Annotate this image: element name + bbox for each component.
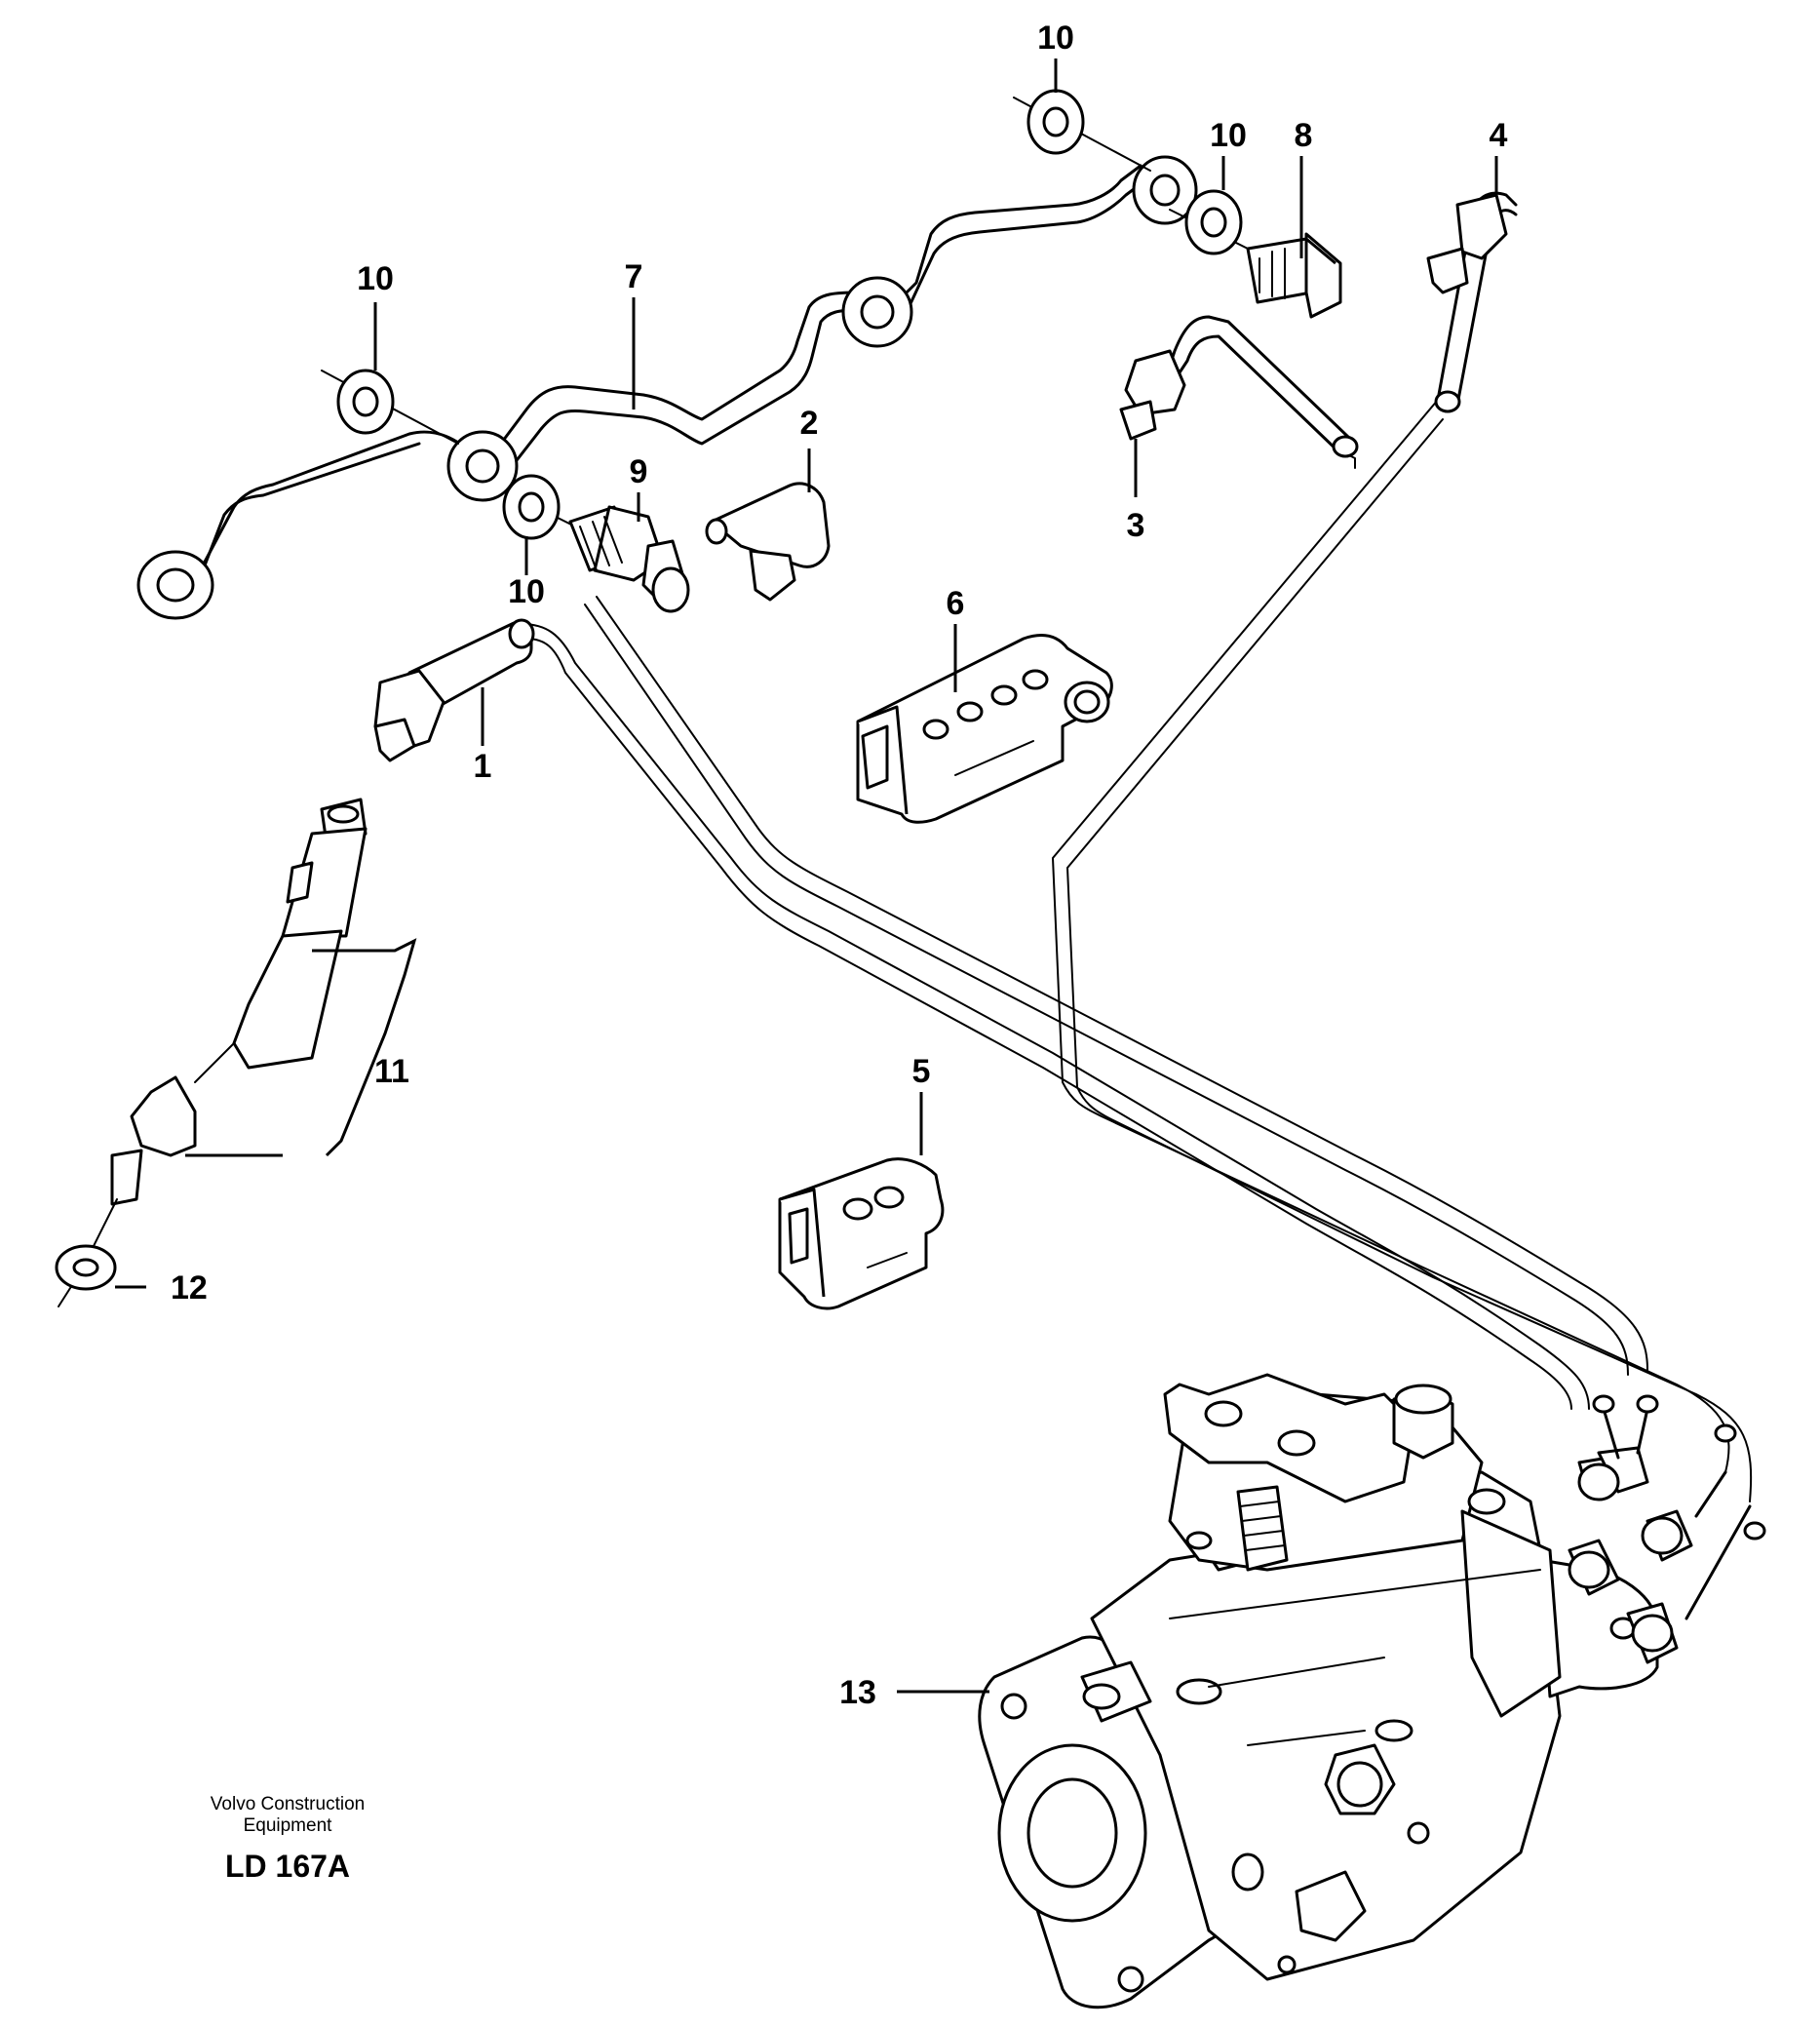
- callout-8: 8: [1295, 117, 1313, 154]
- callout-labels: 10 10 8 4 10 7 2 9 3 10 6 1 11 5 12 13: [171, 20, 1508, 1711]
- callout-10-top: 10: [1037, 20, 1074, 57]
- publisher-credit-line2: Equipment: [243, 1815, 332, 1836]
- part-9-union: [568, 505, 690, 613]
- part-11-injector: [92, 798, 417, 1249]
- callout-1: 1: [474, 748, 492, 785]
- callout-13: 13: [839, 1674, 876, 1711]
- callout-2: 2: [800, 405, 819, 442]
- callout-6: 6: [947, 585, 965, 622]
- callout-11: 11: [374, 1053, 409, 1090]
- callout-5: 5: [912, 1053, 931, 1090]
- leader-lines: [115, 58, 1498, 1694]
- part-5-clamp: [778, 1157, 945, 1310]
- part-7-pipe: [136, 155, 1198, 620]
- callout-4: 4: [1490, 117, 1508, 154]
- part-6-clamp: [856, 634, 1113, 824]
- callout-12: 12: [171, 1269, 208, 1306]
- part-2-elbow: [705, 482, 831, 602]
- part-4-fitting: [1426, 191, 1518, 413]
- part-1-elbow: [373, 618, 535, 762]
- callout-10-lower: 10: [508, 573, 545, 610]
- part-13-injection-pump: [978, 1373, 1766, 2009]
- drawing-code: LD 167A: [224, 1849, 351, 1884]
- washers-10: [321, 89, 1249, 540]
- callout-9: 9: [630, 453, 648, 490]
- part-8-bolt: [1246, 232, 1342, 319]
- callout-3: 3: [1127, 507, 1145, 544]
- publisher-credit-line1: Volvo Construction: [210, 1794, 366, 1814]
- callout-10-left: 10: [357, 260, 394, 297]
- part-12-washer: [55, 1244, 117, 1307]
- part-3-fitting: [1119, 315, 1359, 458]
- callout-10-right: 10: [1210, 117, 1247, 154]
- callout-7: 7: [625, 258, 643, 295]
- delivery-pipes: [521, 399, 1753, 1502]
